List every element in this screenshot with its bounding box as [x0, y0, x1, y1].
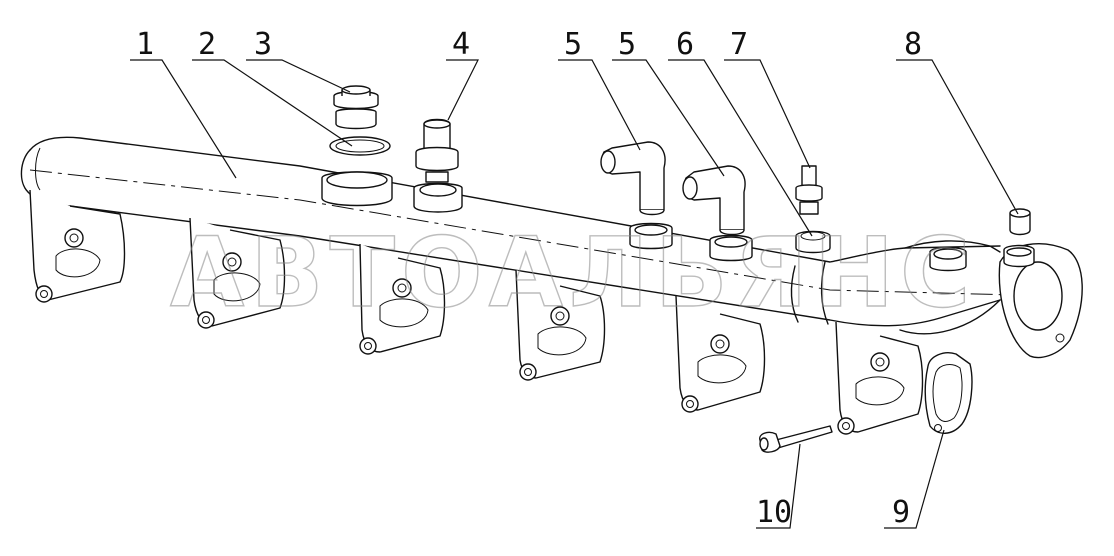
callout-5a: 5 [564, 27, 582, 62]
cap-plug [1009, 208, 1031, 236]
boss-ports [321, 171, 1035, 272]
callout-labels: 1 2 3 4 5 5 6 7 8 9 10 [136, 27, 922, 530]
watermark-text: АВТОАЛЬЯНС [170, 217, 976, 329]
callout-10: 10 [756, 495, 792, 530]
callout-1: 1 [136, 27, 154, 62]
callout-8: 8 [904, 27, 922, 62]
callout-2: 2 [198, 27, 216, 62]
mounting-foot-4 [515, 269, 606, 381]
mounting-foot-1 [29, 189, 126, 303]
mounting-foot-6 [835, 321, 924, 435]
flange-gasket [924, 352, 973, 434]
sealing-ring [329, 136, 391, 156]
callout-5b: 5 [618, 27, 636, 62]
callout-leaders [130, 59, 1019, 529]
callout-7: 7 [730, 27, 748, 62]
outlet-flange [998, 243, 1083, 359]
mounting-foot-5 [675, 295, 766, 413]
plug-bolt [333, 85, 379, 130]
callout-6: 6 [676, 27, 694, 62]
callout-4: 4 [452, 27, 470, 62]
sealing-washer [795, 230, 831, 254]
callout-9: 9 [892, 495, 910, 530]
mounting-foot-3 [359, 243, 446, 355]
nipple-fitting [795, 165, 823, 215]
hose-fitting [415, 118, 459, 183]
mounting-bolt [759, 425, 833, 453]
callout-3: 3 [254, 27, 272, 62]
elbow-fitting-2 [682, 165, 746, 236]
mounting-foot-2 [189, 217, 286, 329]
elbow-fitting-1 [600, 141, 666, 216]
